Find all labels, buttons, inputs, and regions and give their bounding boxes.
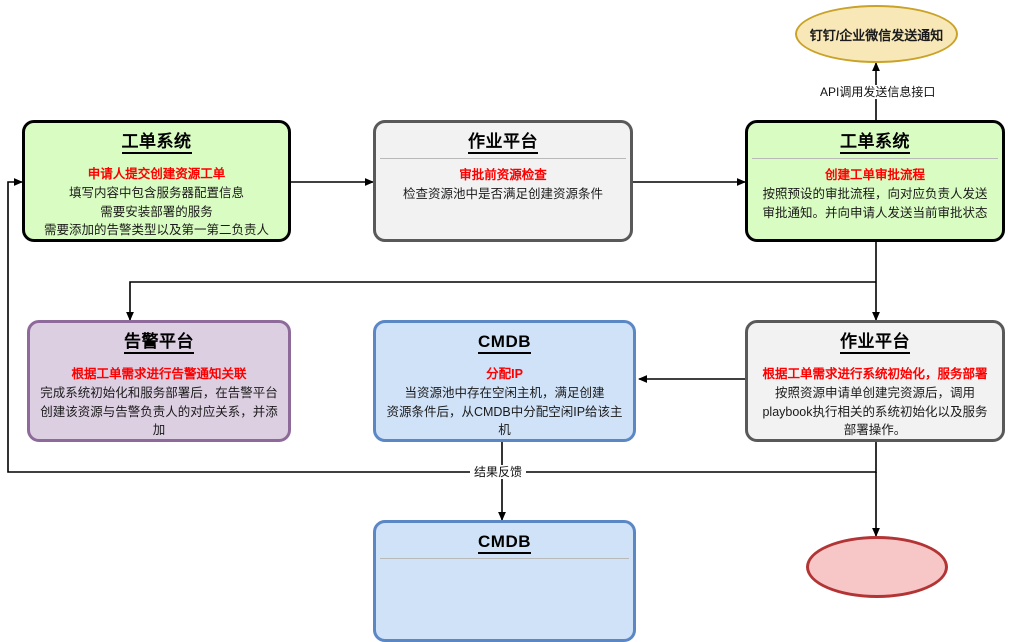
api-call-label: API调用发送信息接口 [816, 85, 940, 99]
node-title: 工单系统 [25, 123, 288, 158]
node-detail: 填写内容中包含服务器配置信息需要安装部署的服务需要添加的告警类型以及第一第二负责… [43, 186, 269, 237]
node-title: 告警平台 [30, 323, 288, 358]
node-title: 作业平台 [748, 323, 1002, 358]
edge-approval-to-alarm [126, 281, 876, 321]
node-highlight: 审批前资源检查 [459, 168, 547, 183]
node-title: 作业平台 [376, 123, 630, 158]
node-alarm-platform[interactable]: 告警平台 根据工单需求进行告警通知关联 完成系统初始化和服务部署后，在告警平台创… [27, 320, 291, 442]
node-body: 审批前资源检查 检查资源池中是否满足创建资源条件 [376, 159, 630, 239]
node-title: 工单系统 [748, 123, 1002, 158]
node-body: 分配IP 当资源池中存在空闲主机，满足创建资源条件后，从CMDB中分配空闲IP给… [376, 358, 633, 439]
node-highlight: 分配IP [486, 367, 523, 382]
node-body: 申请人提交创建资源工单 填写内容中包含服务器配置信息需要安装部署的服务需要添加的… [25, 158, 288, 239]
node-highlight: 根据工单需求进行告警通知关联 [71, 367, 247, 382]
node-detail: 按照预设的审批流程，向对应负责人发送审批通知。并向申请人发送当前审批状态 [762, 187, 988, 220]
terminator-node[interactable] [806, 536, 948, 598]
node-title: CMDB [376, 523, 633, 558]
node-body: 根据工单需求进行告警通知关联 完成系统初始化和服务部署后，在告警平台创建该资源与… [30, 358, 288, 439]
flowchart-canvas: 钉钉/企业微信发送通知 工单系统 申请人提交创建资源工单 填写内容中包含服务器配… [7, 5, 1005, 642]
notify-ellipse[interactable]: 钉钉/企业微信发送通知 [795, 5, 958, 63]
node-body: 创建工单审批流程 按照预设的审批流程，向对应负责人发送审批通知。并向申请人发送当… [748, 159, 1002, 239]
node-highlight: 根据工单需求进行系统初始化，服务部署 [762, 367, 988, 382]
node-title: CMDB [376, 323, 633, 358]
node-detail: 当资源池中存在空闲主机，满足创建资源条件后，从CMDB中分配空闲IP给该主机 [386, 386, 623, 437]
node-divider [752, 158, 998, 160]
node-job-deploy[interactable]: 作业平台 根据工单需求进行系统初始化，服务部署 按照资源申请单创建完资源后，调用… [745, 320, 1005, 442]
node-cmdb-ip[interactable]: CMDB 分配IP 当资源池中存在空闲主机，满足创建资源条件后，从CMDB中分配… [373, 320, 636, 442]
node-ticket-submit[interactable]: 工单系统 申请人提交创建资源工单 填写内容中包含服务器配置信息需要安装部署的服务… [22, 120, 291, 242]
node-cmdb-bottom[interactable]: CMDB [373, 520, 636, 642]
node-job-precheck[interactable]: 作业平台 审批前资源检查 检查资源池中是否满足创建资源条件 [373, 120, 633, 242]
node-highlight: 申请人提交创建资源工单 [87, 167, 226, 182]
node-detail: 完成系统初始化和服务部署后，在告警平台创建该资源与告警负责人的对应关系，并添加基… [40, 386, 278, 437]
result-feedback-label: 结果反馈 [470, 465, 527, 479]
node-ticket-approval[interactable]: 工单系统 创建工单审批流程 按照预设的审批流程，向对应负责人发送审批通知。并向申… [745, 120, 1005, 242]
notify-ellipse-label: 钉钉/企业微信发送通知 [809, 27, 944, 43]
node-detail: 检查资源池中是否满足创建资源条件 [402, 187, 603, 202]
node-highlight: 创建工单审批流程 [824, 168, 925, 183]
node-body [376, 559, 633, 639]
node-divider [380, 158, 626, 160]
